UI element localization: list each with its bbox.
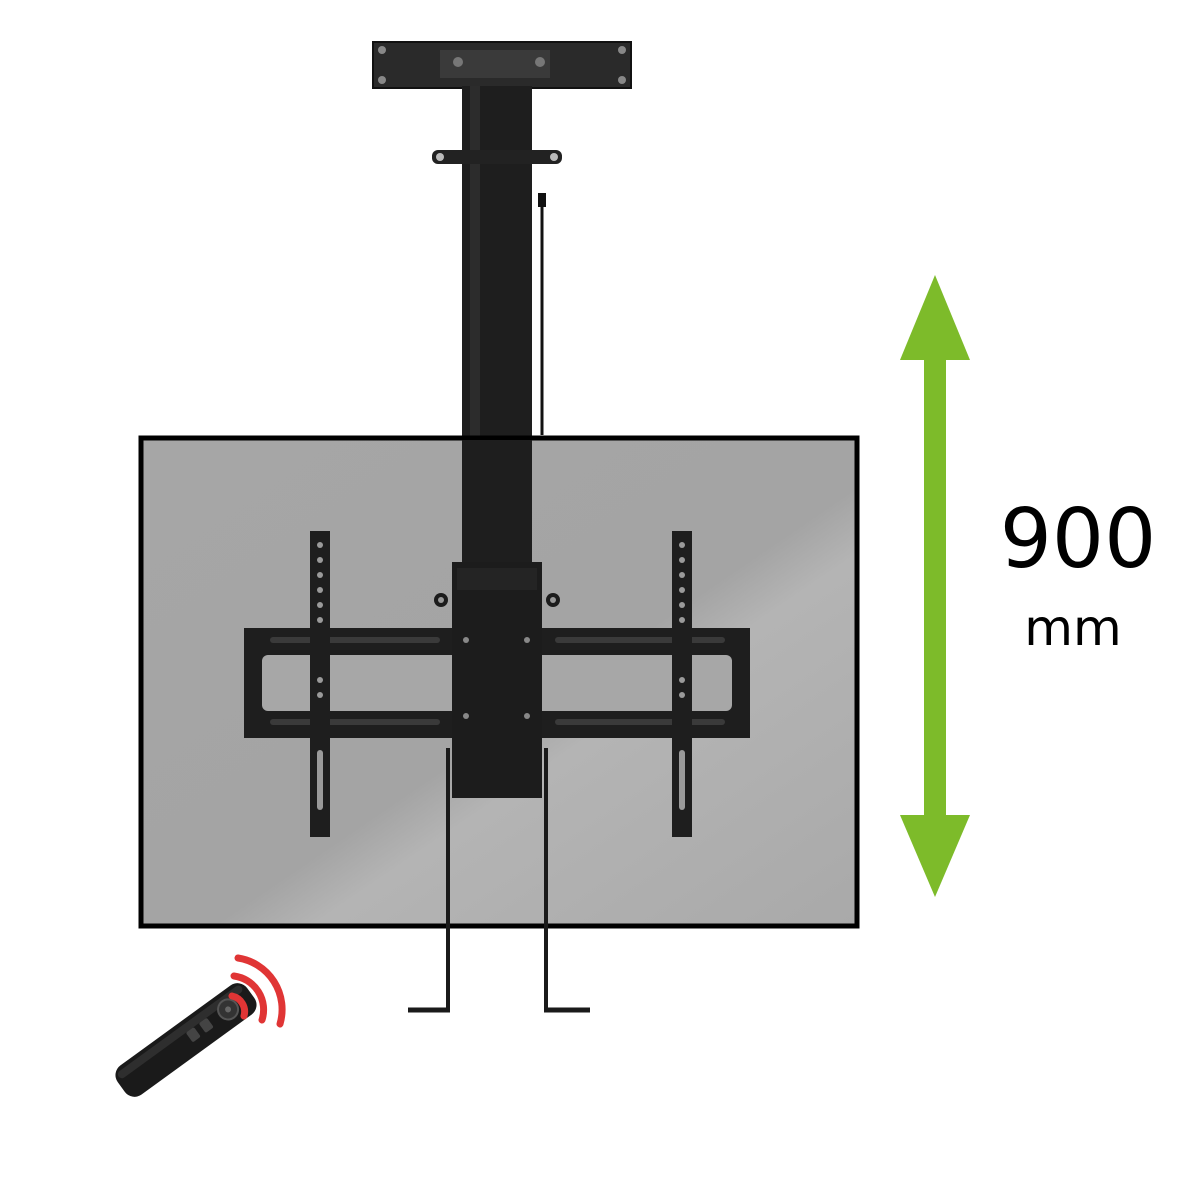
height-unit: mm <box>1024 599 1122 657</box>
height-value: 900 <box>999 492 1157 587</box>
tv-screen-icon <box>138 435 860 1010</box>
ceiling-mount-icon <box>372 41 632 444</box>
remote-control-icon <box>115 983 257 1097</box>
signal-waves-icon <box>228 954 286 1028</box>
height-arrow-icon <box>900 275 970 897</box>
